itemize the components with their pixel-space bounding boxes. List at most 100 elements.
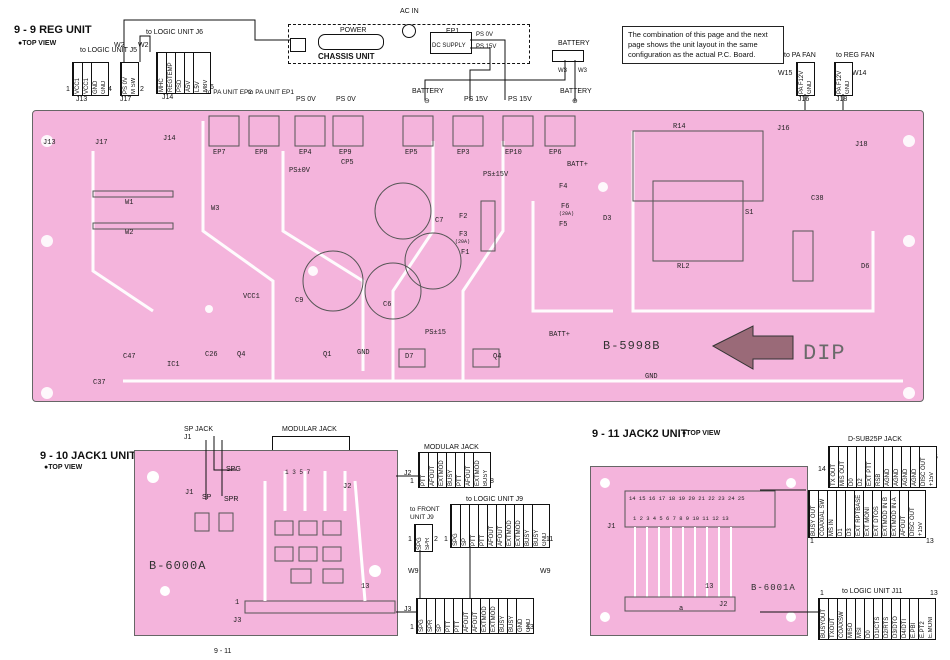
battery-minus-symbol: ⊖	[424, 98, 430, 105]
silk-cp5: CP5	[341, 159, 354, 167]
dsub-top-pin-table: TX OUT MIS OUT D0 D2 EXT PTT RSB AGND AG…	[828, 446, 937, 488]
silk-ep4: EP4	[299, 149, 312, 157]
j18-label: J18	[836, 96, 848, 103]
reg-pcb-traces	[41, 115, 915, 399]
silk-q4b: Q4	[493, 353, 502, 361]
silk-jack1-num1: 1	[235, 599, 240, 607]
to-front-j9-label: to FRONT UNIT J9	[410, 506, 440, 521]
logic-j9-pin11-mark: 11	[546, 536, 554, 543]
silk-s1: S1	[745, 209, 754, 217]
logic-j9-pin-table: SPG SP PTT PTT AFOUT AFOUT EXTMOD EXTMOD…	[450, 504, 550, 548]
sp-jack-label: SP JACK	[184, 426, 214, 433]
silk-ps15v: PS±15V	[483, 171, 509, 179]
silk-vcc1: VCC1	[243, 293, 260, 301]
w2-label-b: W2	[138, 42, 149, 49]
w15-label: W15	[778, 70, 793, 77]
w3-label-a: W3	[558, 68, 567, 74]
silk-c26: C26	[205, 351, 218, 359]
logic-j9-pin1-mark: 1	[444, 536, 448, 543]
silk-j16: J16	[777, 125, 790, 133]
silk-jack1-pins-top: 1 3 5 7	[285, 469, 311, 476]
silk-r14: R14	[673, 123, 686, 131]
ac-in-label: AC IN	[400, 8, 419, 15]
silk-j18: J18	[855, 141, 868, 149]
front-pin-table: SPG SPR	[414, 524, 433, 552]
silk-c9: C9	[295, 297, 304, 305]
j14-label: J14	[162, 94, 174, 101]
silk-jack1-j3: J3	[233, 617, 242, 625]
reg-unit-pcb: J13 J17 J14 EP7 EP8 EP4 EP9 EP5 EP3 EP10…	[32, 110, 924, 402]
silk-d6: D6	[861, 263, 870, 271]
silk-ep7: EP7	[213, 149, 226, 157]
chassis-unit-label: CHASSIS UNIT	[318, 52, 375, 61]
ac-inlet-icon	[402, 24, 416, 38]
j11-pin-table: BUSYOUT TXOUT COAXSW MISO MSI D0 D1/CTS …	[818, 598, 936, 640]
silk-gnd-b: GND	[645, 373, 658, 381]
jack2-unit-pcb: 14 15 16 17 18 19 20 21 22 23 24 25 1 2 …	[590, 466, 808, 636]
to-reg-fan-label: to REG FAN	[836, 52, 875, 59]
dip-arrow-icon	[711, 325, 794, 370]
ps0v-top-label: PS 0V	[476, 32, 494, 38]
j17-pin2-mark: 2	[140, 86, 144, 93]
silk-q1: Q1	[323, 351, 332, 359]
w3-label-b: W3	[578, 68, 587, 74]
sp-label: SP	[202, 494, 212, 501]
silk-jack2-row-bottom: 1 2 3 4 5 6 7 8 9 10 11 12 13	[633, 515, 729, 522]
jack1-j2-pin-table: PTT AFOUT EXTMOD BUSY PTT AFOUT EXTMOD B…	[418, 452, 491, 488]
j3-pin13-mark: 13	[526, 624, 534, 631]
dsub-pin13-mark: 13	[926, 538, 934, 545]
silk-d7: D7	[405, 353, 414, 361]
j13-label: J13	[76, 96, 88, 103]
ep1-label: EP1	[446, 28, 460, 35]
modular-jack-label: MODULAR JACK	[424, 444, 479, 451]
to-pa-unit-ep1-label: to PA UNIT EP1	[248, 89, 295, 96]
j2-pin8-mark: 8	[490, 478, 494, 485]
dsub-bottom-pin-table: BUSY OUT COAXIAL SW MS IN D1 D3 EXT RPTB…	[808, 490, 926, 538]
front-pin2-mark: 2	[434, 536, 438, 543]
silk-f1: F1	[461, 249, 470, 257]
silk-c47: C47	[123, 353, 136, 361]
ps15v-top-label: PS 15V	[476, 44, 497, 50]
silk-w3: W3	[211, 205, 220, 213]
dsub-pin1-mark: 1	[810, 538, 814, 545]
jack1-unit-pcb: J1 J2 1 3 5 7 B-6000A 1 13 J3	[134, 450, 398, 636]
silk-q4a: Q4	[237, 351, 246, 359]
modular-jack-outline	[272, 436, 350, 455]
battery-top-label: BATTERY	[558, 40, 590, 47]
silk-j14: J14	[163, 135, 176, 143]
silk-ic1: IC1	[167, 361, 180, 369]
to-pa-fan-label: to PA FAN	[784, 52, 816, 59]
j14-pin-header: MHC REGTEMP PSD A5V L5V M8V	[156, 52, 211, 94]
silk-board-b5998b: B-5998B	[603, 339, 661, 353]
w9-label-b: W9	[540, 568, 551, 575]
silk-batt-mid: BATT+	[549, 331, 571, 339]
jack1-j3-label: J3	[404, 606, 412, 613]
silk-gnd-a: GND	[357, 349, 370, 357]
j3-pin1-mark: 1	[410, 624, 414, 631]
ps0v-label-a: PS 0V	[296, 96, 316, 103]
silk-f2: F2	[459, 213, 468, 221]
silk-jack1-j1: J1	[185, 489, 194, 497]
silk-ep10: EP10	[505, 149, 522, 157]
j16-label: J16	[798, 96, 810, 103]
battery-connector-icon	[552, 50, 584, 62]
modular-jack-top-label: MODULAR JACK	[282, 426, 337, 433]
ps0v-label-b: PS 0V	[336, 96, 356, 103]
silk-ep5: EP5	[405, 149, 418, 157]
chassis-connector-icon	[290, 38, 306, 52]
to-logic-j6-label: to LOGIC UNIT J6	[146, 29, 204, 36]
w9-label-a: W9	[408, 568, 419, 575]
silk-f3: F3	[459, 231, 468, 239]
battery-plus-symbol: ⊕	[572, 98, 578, 105]
reg-unit-title: 9 - 9 REG UNIT	[14, 24, 92, 36]
silk-f5: F5	[559, 221, 568, 229]
silk-ep6: EP6	[549, 149, 562, 157]
silk-ep3: EP3	[457, 149, 470, 157]
silk-c6: C6	[383, 301, 392, 309]
silk-f3-rating: (20A)	[455, 239, 471, 245]
jack1-unit-title: 9 - 10 JACK1 UNIT	[40, 450, 136, 462]
w14-label: W14	[852, 70, 867, 77]
